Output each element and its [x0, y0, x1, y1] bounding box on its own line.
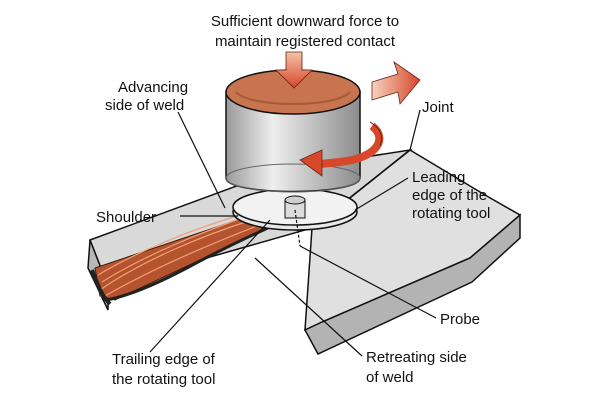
trailing-label-line1: Trailing edge of [112, 351, 216, 368]
downward-force-arrow [275, 51, 313, 89]
force-label-line1: Sufficient downward force to [211, 13, 399, 30]
joint-label: Joint [422, 99, 455, 116]
retreating-leader [254, 257, 363, 357]
retreating-label-line2: of weld [366, 369, 414, 386]
leading-label-line1: Leading [412, 169, 465, 186]
probe-leader [299, 245, 437, 319]
shoulder-ring [232, 188, 358, 231]
retreating-label-line1: Retreating side [366, 349, 467, 366]
joint-leader [409, 109, 421, 151]
advancing-label-line1: Advancing [118, 79, 188, 96]
weld-bead [90, 211, 269, 306]
right-plate-front [303, 213, 521, 355]
leading-edge-leader [354, 177, 409, 211]
right-plate [303, 149, 522, 355]
leading-label-line3: rotating tool [412, 205, 490, 222]
advancing-leader [177, 111, 226, 209]
trailing-edge-leader [149, 219, 271, 353]
rotation-arrow [299, 121, 384, 177]
travel-direction-arrow [371, 60, 421, 105]
rotating-tool [225, 69, 361, 193]
shoulder-label: Shoulder [96, 209, 156, 226]
advancing-label-line2: side of weld [105, 97, 184, 114]
probe-stem [294, 209, 301, 247]
leader-lines [149, 109, 437, 357]
leading-label-line2: edge of the [412, 187, 487, 204]
force-label-line2: maintain registered contact [215, 33, 396, 50]
labels: Sufficient downward force to maintain re… [96, 13, 490, 388]
probe-label: Probe [440, 311, 480, 328]
trailing-label-line2: the rotating tool [112, 371, 215, 388]
